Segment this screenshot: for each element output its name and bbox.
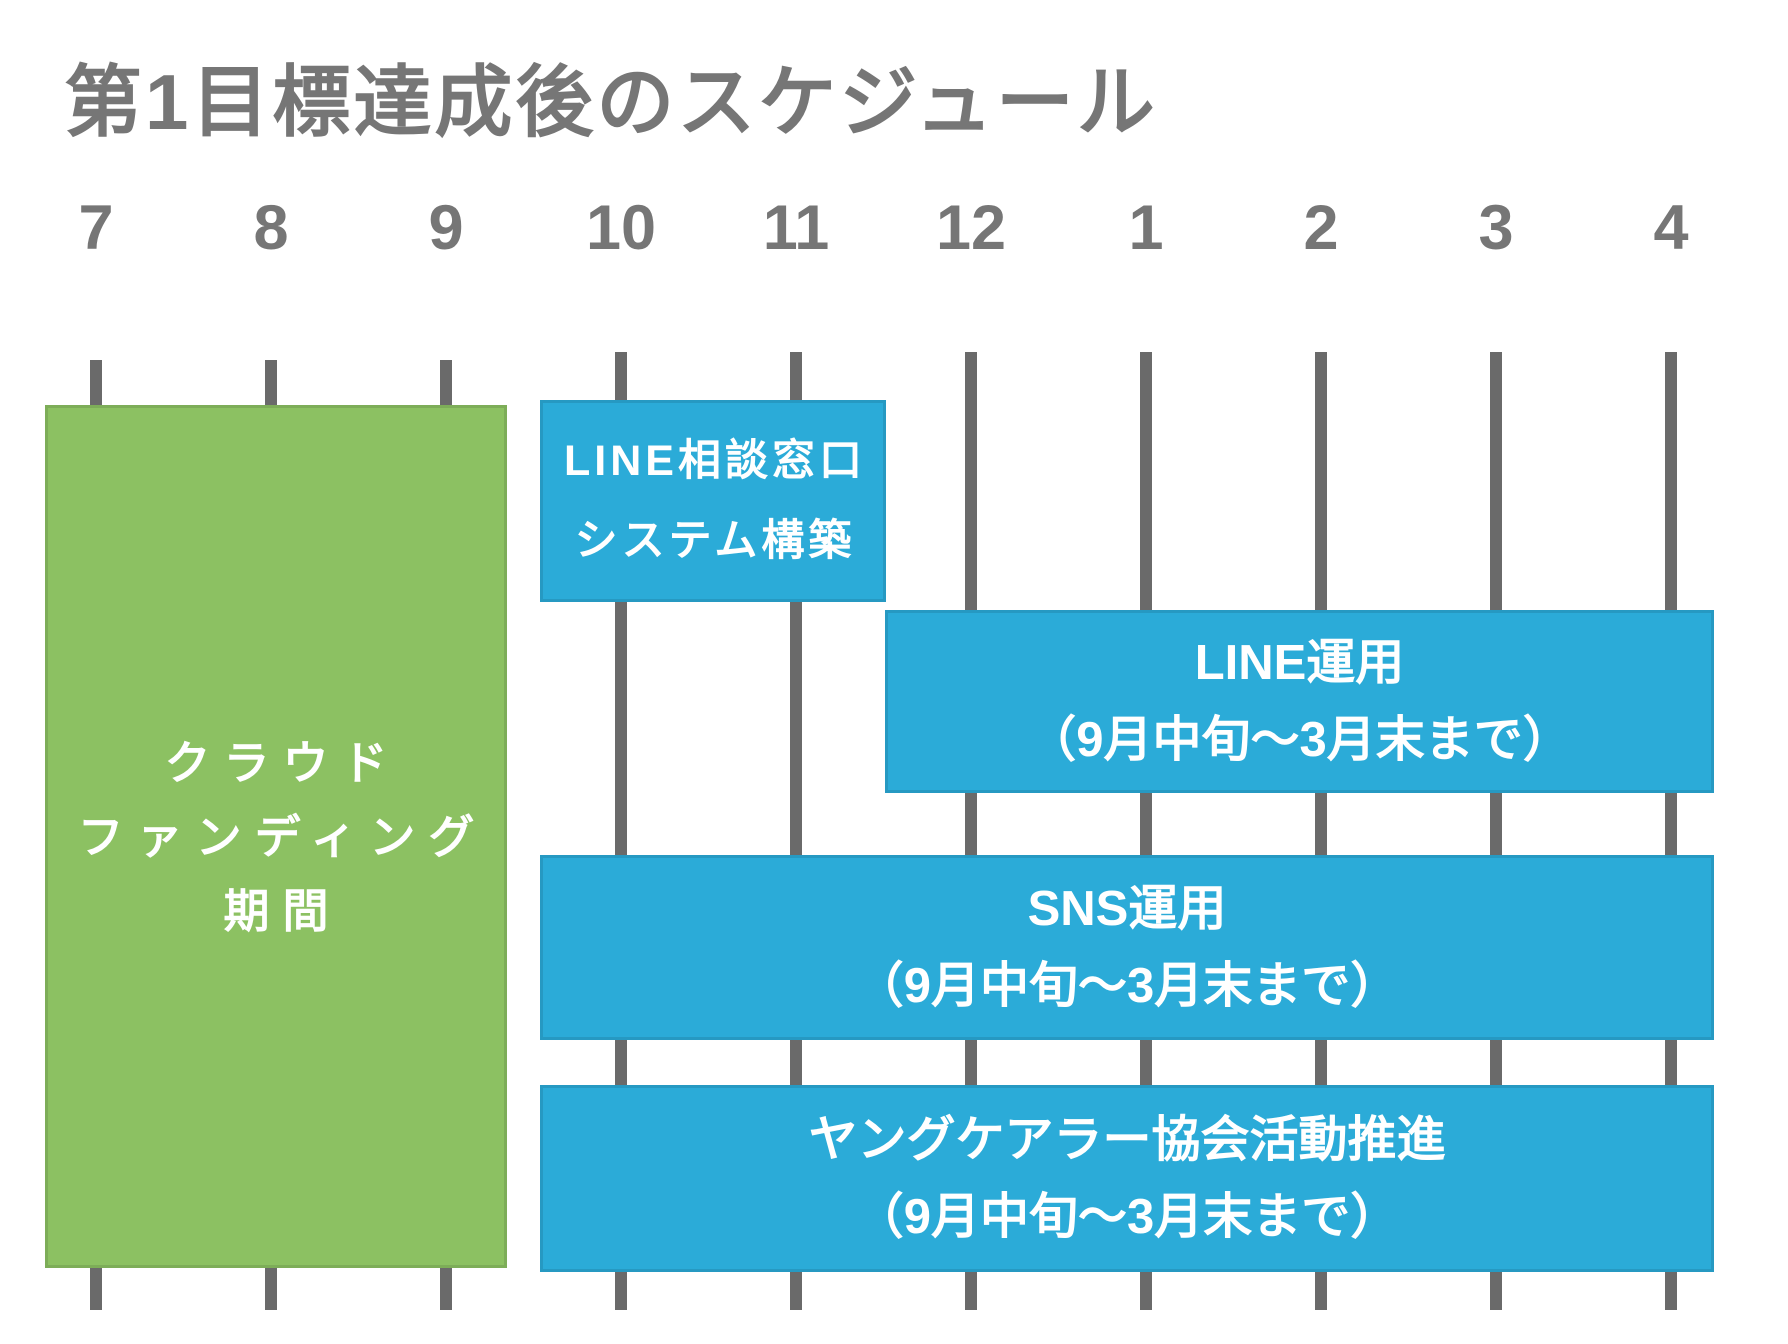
task-label-line: LINE相談窓口 xyxy=(564,437,866,485)
gridline-month-12 xyxy=(965,352,977,1310)
task-label-line: 期間 xyxy=(223,884,342,937)
task-label-line: システム構築 xyxy=(574,517,856,565)
tick-bottom-month-8 xyxy=(265,1266,277,1310)
tick-top-month-8 xyxy=(265,360,277,406)
month-label-7: 7 xyxy=(78,193,114,263)
month-label-8: 8 xyxy=(253,193,289,263)
month-label-4: 4 xyxy=(1653,193,1689,263)
month-label-12: 12 xyxy=(935,193,1007,263)
task-label-line: （9月中旬～3月末まで） xyxy=(854,958,1400,1013)
task-bar-crowdfunding-period: クラウド ファンディング 期間 xyxy=(45,405,507,1268)
tick-bottom-month-9 xyxy=(440,1266,452,1310)
gridline-month-2 xyxy=(1315,352,1327,1310)
gridline-month-4 xyxy=(1665,352,1677,1310)
gridline-month-3 xyxy=(1490,352,1502,1310)
task-label-line: クラウド xyxy=(164,736,401,789)
tick-top-month-9 xyxy=(440,360,452,406)
month-label-1: 1 xyxy=(1128,193,1164,263)
month-label-10: 10 xyxy=(585,193,657,263)
month-label-9: 9 xyxy=(428,193,464,263)
page-title: 第1目標達成後のスケジュール xyxy=(64,58,1158,146)
task-label-line: （9月中旬～3月末まで） xyxy=(854,1189,1400,1244)
month-label-3: 3 xyxy=(1478,193,1514,263)
task-bar-line-operation: LINE運用 （9月中旬～3月末まで） xyxy=(885,610,1714,793)
task-label-line: LINE運用 xyxy=(1194,635,1405,690)
month-label-2: 2 xyxy=(1303,193,1339,263)
task-label-line: ファンディング xyxy=(77,810,488,863)
task-label-line: SNS運用 xyxy=(1027,881,1227,936)
task-bar-line-consultation-system: LINE相談窓口 システム構築 xyxy=(540,400,886,602)
tick-top-month-7 xyxy=(90,360,102,406)
task-bar-sns-operation: SNS運用 （9月中旬～3月末まで） xyxy=(540,855,1714,1040)
month-label-11: 11 xyxy=(762,193,830,263)
tick-bottom-month-7 xyxy=(90,1266,102,1310)
gridline-month-1 xyxy=(1140,352,1152,1310)
task-bar-young-carer-association: ヤングケアラー協会活動推進 （9月中旬～3月末まで） xyxy=(540,1085,1714,1272)
task-label-line: （9月中旬～3月末まで） xyxy=(1027,712,1572,767)
task-label-line: ヤングケアラー協会活動推進 xyxy=(808,1112,1446,1167)
